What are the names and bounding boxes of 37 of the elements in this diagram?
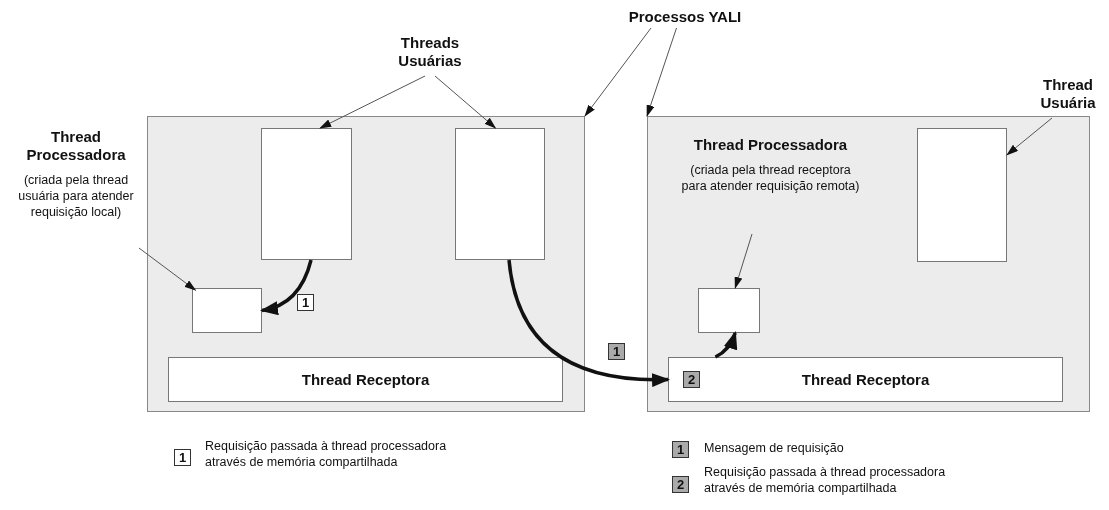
node-title: Thread Processadora	[692, 136, 849, 154]
callout-number: 1	[608, 343, 625, 360]
callout-number: 2	[683, 371, 700, 388]
leader-line	[734, 233, 753, 289]
callout-number: 1	[672, 441, 689, 458]
leader-line	[434, 75, 497, 129]
process-box	[147, 116, 585, 412]
thread-box	[455, 128, 545, 260]
callout-number: 1	[297, 294, 314, 311]
node-title: Thread Usuária	[1039, 76, 1097, 112]
callout-number: 1	[174, 449, 191, 466]
leader-line	[138, 247, 197, 291]
leader-line	[1006, 117, 1053, 156]
node-note: (criada pela thread usuária para atender requisição local)	[17, 172, 135, 220]
callout-number: 2	[672, 476, 689, 493]
thread-box	[698, 288, 760, 333]
arrow	[260, 259, 313, 315]
leader-line	[319, 75, 426, 129]
legend-text: Requisição passada à thread processadora através de memória compartilhada	[205, 438, 448, 470]
arrow	[507, 259, 670, 387]
arrow	[714, 331, 737, 359]
leader-line	[584, 27, 652, 117]
node-title: Thread Receptora	[301, 370, 430, 389]
node-note: (criada pela thread receptora para atender requisição remota)	[680, 162, 861, 194]
node-title: Threads Usuárias	[397, 34, 463, 70]
thread-box	[917, 128, 1007, 262]
receptor-thread-box	[668, 357, 1063, 402]
receptor-thread-box	[168, 357, 563, 402]
leader-line	[646, 27, 677, 117]
legend-text: Mensagem de requisição	[704, 440, 845, 456]
node-title: Processos YALI	[627, 8, 743, 26]
thread-box	[192, 288, 262, 333]
node-title: Thread Receptora	[801, 370, 930, 389]
process-box	[647, 116, 1090, 412]
node-title: Thread Processadora	[25, 128, 127, 164]
legend-text: Requisição passada à thread processadora através de memória compartilhada	[704, 464, 947, 496]
thread-box	[261, 128, 352, 260]
